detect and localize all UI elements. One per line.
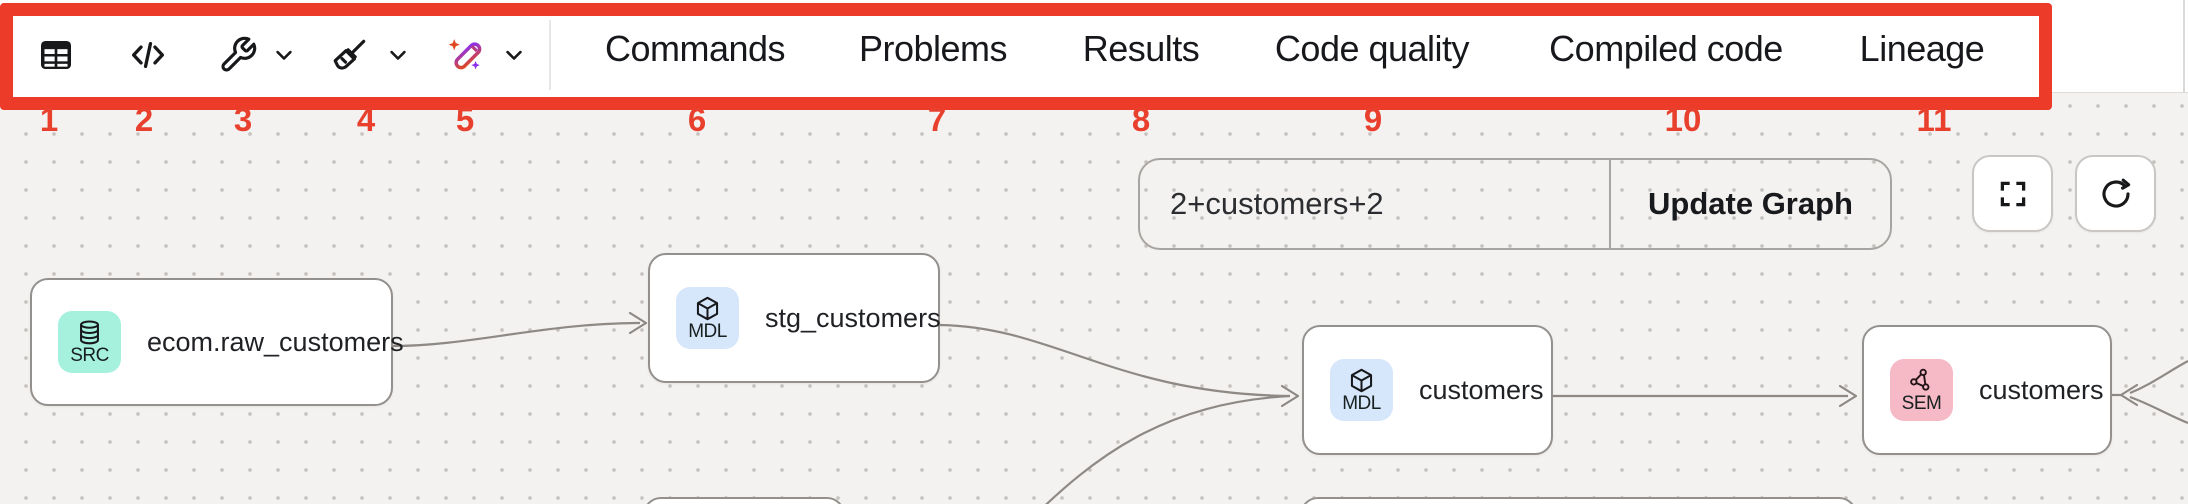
refresh-button[interactable]	[2075, 155, 2156, 232]
model-filter-input[interactable]: 2+customers+2	[1140, 160, 1611, 248]
chevron-down-icon	[276, 50, 292, 60]
source-badge: SRC	[58, 311, 121, 373]
badge-label: SEM	[1901, 392, 1942, 414]
node-stg-customers[interactable]: MDL stg_customers	[648, 253, 941, 383]
database-icon	[80, 319, 99, 344]
broom-icon	[333, 39, 366, 70]
annotation-number: 10	[1664, 101, 1702, 138]
ai-assist-dropdown-button[interactable]	[446, 34, 528, 76]
model-badge: MDL	[676, 287, 739, 349]
chevron-down-icon	[390, 50, 406, 60]
tab-lineage[interactable]: Lineage	[1859, 28, 1985, 69]
magic-wand-icon	[448, 39, 482, 70]
annotation-number: 5	[455, 101, 475, 138]
panel-right-border	[2183, 0, 2185, 92]
tab-code-quality[interactable]: Code quality	[1274, 28, 1470, 69]
code-icon	[131, 41, 165, 69]
annotation-number: 9	[1363, 101, 1383, 138]
cube-icon	[1350, 368, 1373, 392]
semantic-model-icon	[1910, 368, 1930, 391]
graph-filter-box: 2+customers+2 Update Graph	[1138, 158, 1892, 250]
tab-problems[interactable]: Problems	[858, 28, 1008, 69]
table-icon	[41, 41, 71, 69]
chevron-down-icon	[506, 50, 522, 60]
badge-label: MDL	[688, 320, 727, 342]
tab-commands[interactable]: Commands	[604, 28, 786, 69]
toolbar-divider	[549, 20, 551, 90]
badge-label: MDL	[1342, 392, 1381, 414]
annotation-number: 3	[233, 101, 253, 138]
annotation-number: 11	[1916, 101, 1952, 138]
node-ecom-raw-customers[interactable]: SRC ecom.raw_customers	[30, 278, 404, 406]
annotation-highlight-box	[0, 3, 2052, 110]
code-editor-button[interactable]	[127, 34, 169, 76]
fullscreen-icon	[2000, 181, 2025, 206]
wrench-icon	[221, 36, 257, 72]
annotation-number: 6	[687, 101, 707, 138]
model-badge: MDL	[1330, 359, 1393, 421]
annotation-number: 1	[39, 101, 59, 138]
annotation-number: 7	[927, 101, 947, 138]
cleanup-dropdown-button[interactable]	[330, 35, 412, 75]
node-label: stg_customers	[765, 302, 941, 333]
fullscreen-button[interactable]	[1972, 155, 2053, 232]
tab-results[interactable]: Results	[1082, 28, 1200, 69]
semantic-badge: SEM	[1890, 359, 1953, 421]
tools-dropdown-button[interactable]	[218, 35, 298, 75]
node-customers-semantic[interactable]: SEM customers	[1862, 325, 2112, 455]
node-label: ecom.raw_customers	[147, 326, 404, 357]
annotation-number: 8	[1131, 101, 1151, 138]
cube-icon	[696, 296, 719, 320]
annotation-number: 2	[134, 101, 154, 138]
tab-compiled-code[interactable]: Compiled code	[1549, 28, 1783, 69]
refresh-icon	[2101, 178, 2130, 208]
node-partial-bottom-right[interactable]	[1300, 497, 1857, 504]
update-graph-button[interactable]: Update Graph	[1648, 186, 1853, 221]
badge-label: SRC	[70, 344, 109, 366]
node-customers-model[interactable]: MDL customers	[1302, 325, 1553, 455]
node-partial-bottom-left[interactable]	[643, 497, 845, 504]
node-label: customers	[1419, 374, 1544, 405]
table-button[interactable]	[36, 35, 76, 75]
node-label: customers	[1979, 374, 2104, 405]
annotation-number: 4	[356, 101, 376, 138]
